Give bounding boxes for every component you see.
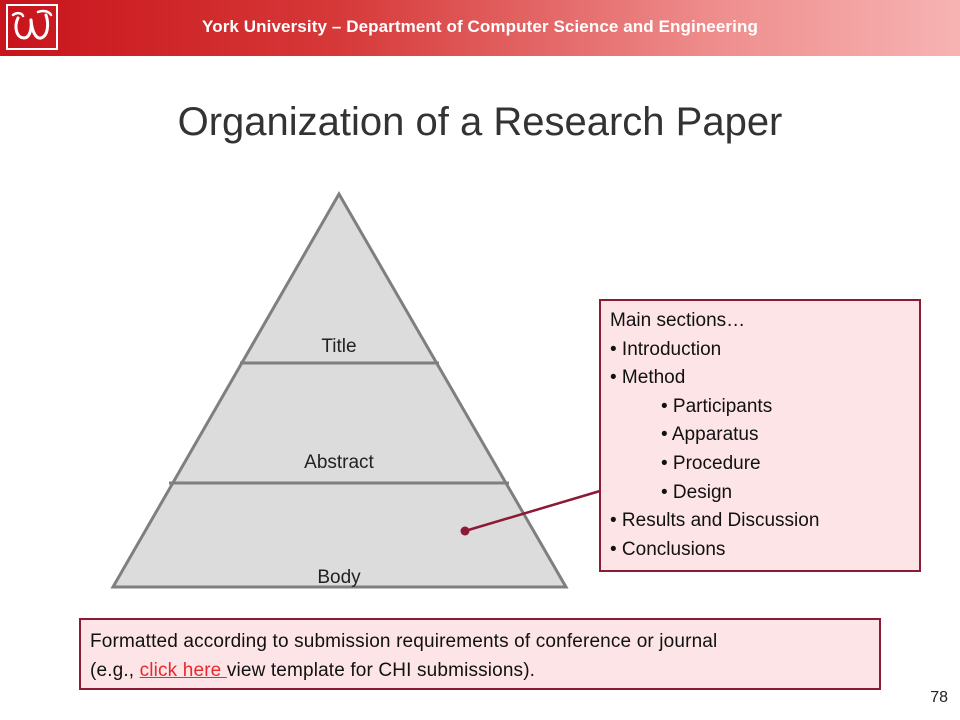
main-sections-callout: Main sections… • Introduction • Method •… [599, 299, 921, 572]
section-item: • Method [610, 367, 686, 389]
section-subitem: • Design [661, 481, 733, 503]
section-item: • Conclusions [610, 538, 726, 560]
pyramid-label-title: Title [321, 336, 357, 357]
pyramid-shape [110, 190, 569, 589]
callout-dot [460, 526, 470, 536]
section-item: • Introduction [610, 338, 722, 360]
chi-template-link[interactable]: click here [139, 660, 227, 681]
pyramid-label-abstract: Abstract [304, 452, 374, 473]
formatting-note-box: Formatted according to submission requir… [79, 618, 881, 690]
section-subitem: • Participants [661, 395, 773, 417]
page-number: 78 [930, 689, 948, 706]
formatting-note-line2: (e.g., click here view template for CHI … [90, 656, 871, 685]
formatting-note-suffix: view template for CHI submissions). [226, 660, 536, 681]
header-banner: York University – Department of Computer… [0, 0, 960, 56]
sections-heading: Main sections… [610, 310, 746, 331]
section-subitem: • Apparatus [661, 424, 759, 446]
slide-title: Organization of a Research Paper [177, 100, 783, 144]
section-item: • Results and Discussion [610, 510, 820, 532]
formatting-note-line1: Formatted according to submission requir… [90, 631, 718, 652]
york-logo-icon [6, 4, 58, 50]
pyramid-label-body: Body [317, 567, 361, 588]
section-subitem: • Procedure [661, 452, 761, 474]
callout-connector [464, 489, 601, 533]
header-title: York University – Department of Computer… [202, 17, 758, 36]
formatting-note-prefix: (e.g., [90, 660, 140, 681]
